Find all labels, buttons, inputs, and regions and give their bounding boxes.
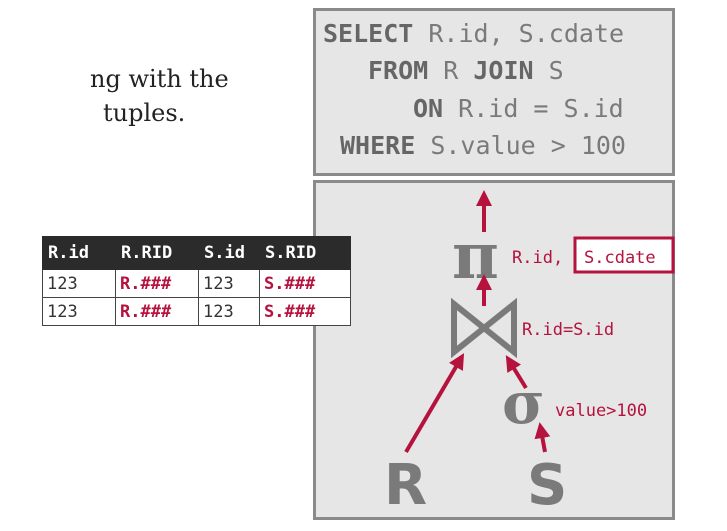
table-row: 123 R.### 123 S.### <box>42 297 351 326</box>
relation-r-label: R <box>384 453 427 518</box>
sql-from-line: FROM R JOIN S <box>368 56 564 86</box>
table-cell: 123 <box>198 297 260 326</box>
sql-text: S.value > 100 <box>415 131 626 160</box>
table-cell: R.### <box>115 269 199 298</box>
join-condition-label: R.id=S.id <box>522 320 614 340</box>
table-cell: 123 <box>42 297 116 326</box>
selection-condition-label: value>100 <box>555 401 647 421</box>
sql-on-line: ON R.id = S.id <box>413 94 624 124</box>
table-cell: S.### <box>259 269 351 298</box>
projection-columns-label: R.id, <box>512 248 563 268</box>
r-to-join-arrow <box>404 353 465 454</box>
table-cell: S.### <box>259 297 351 326</box>
partial-paragraph: ng with the tuples. <box>0 62 229 164</box>
column-header: R.id <box>42 236 116 270</box>
sql-query-box: SELECT R.id, S.cdate FROM R JOIN S ON R.… <box>313 8 675 176</box>
sql-keyword: JOIN <box>473 56 534 85</box>
paragraph-line-2: tuples. <box>103 99 186 127</box>
table-row: 123 R.### 123 S.### <box>42 269 351 298</box>
sql-keyword: FROM <box>368 56 429 85</box>
selection-operator: σ <box>502 369 545 437</box>
highlight-box <box>573 236 675 274</box>
sql-select-line: SELECT R.id, S.cdate <box>323 19 624 49</box>
paragraph-line-1: ng with the <box>90 65 229 93</box>
sql-text: R.id, S.cdate <box>413 19 625 48</box>
table-cell: R.### <box>115 297 199 326</box>
sql-text: R <box>428 56 474 85</box>
column-header: S.RID <box>259 236 351 270</box>
column-header: S.id <box>198 236 260 270</box>
sql-text: S <box>533 56 564 85</box>
sql-keyword: SELECT <box>323 19 414 48</box>
sql-keyword: WHERE <box>340 131 416 160</box>
highlighted-column-label: S.cdate <box>584 248 656 268</box>
intermediate-result-table: R.id R.RID S.id S.RID 123 R.### 123 S.##… <box>42 236 351 326</box>
s-to-selection-arrow <box>534 422 551 453</box>
sql-text: R.id = S.id <box>443 94 624 123</box>
join-operator-icon <box>451 297 517 359</box>
table-cell: 123 <box>198 269 260 298</box>
column-header: R.RID <box>115 236 199 270</box>
selection-to-join-arrow <box>505 355 528 390</box>
projection-operator: π <box>452 219 499 294</box>
table-cell: 123 <box>42 269 116 298</box>
relation-s-label: S <box>527 453 567 518</box>
sql-where-line: WHERE S.value > 100 <box>340 131 626 161</box>
table-header-row: R.id R.RID S.id S.RID <box>42 236 351 270</box>
sql-keyword: ON <box>413 94 444 123</box>
